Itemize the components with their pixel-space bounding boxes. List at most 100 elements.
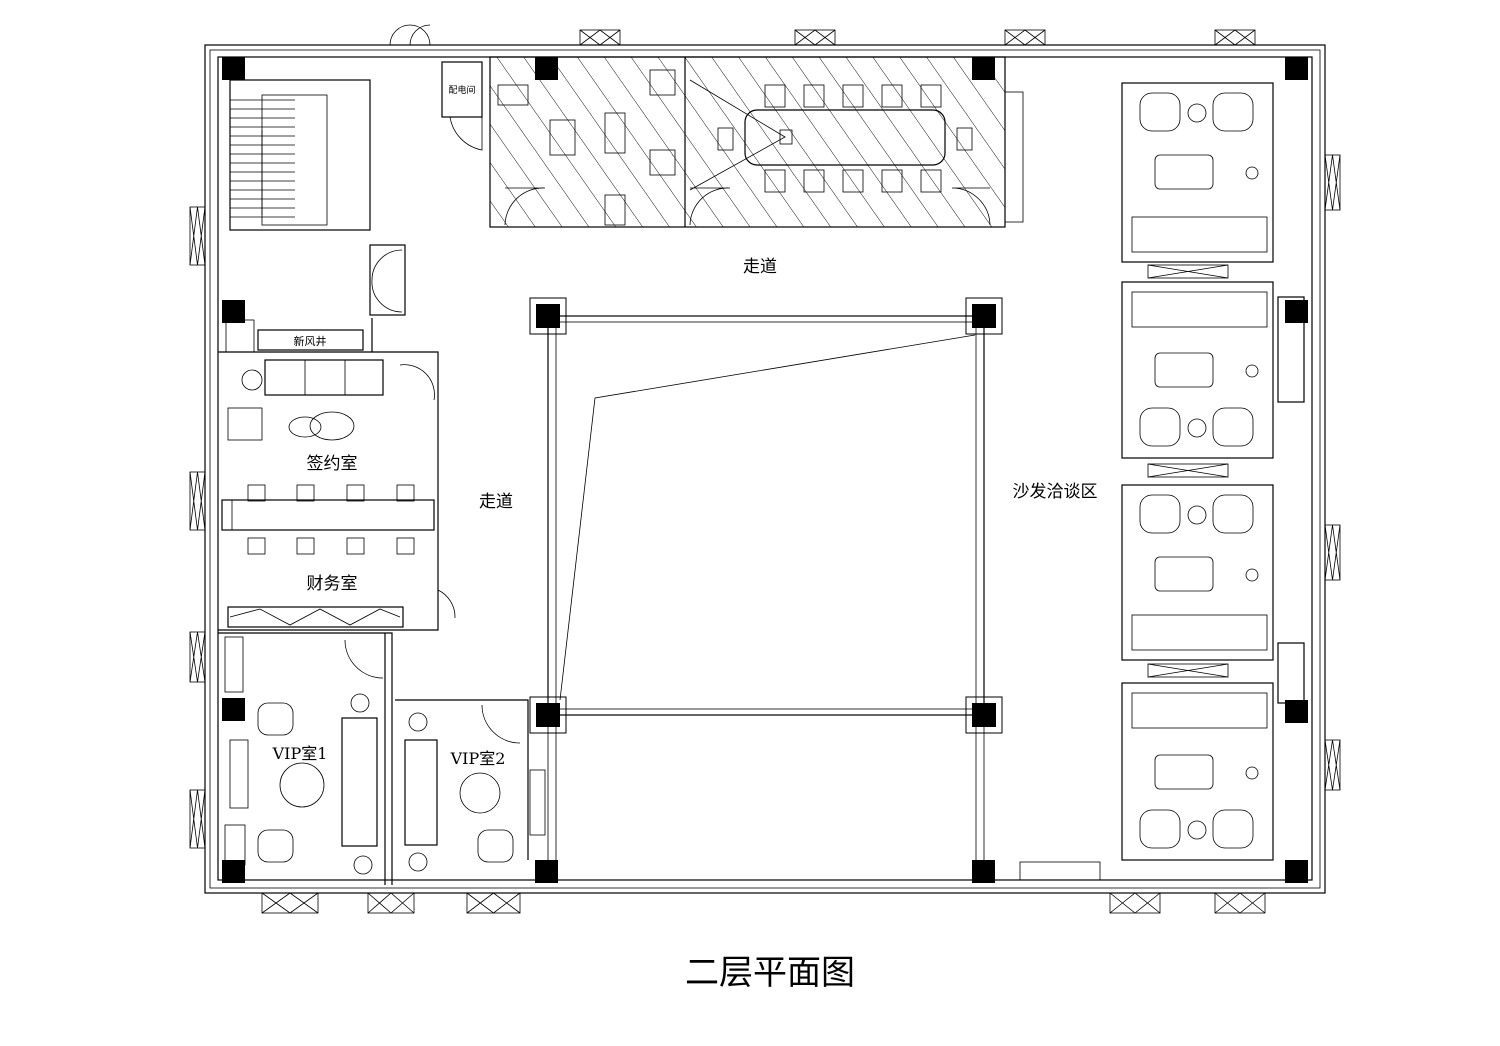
chair (803, 169, 825, 193)
column (1285, 860, 1308, 883)
window (1324, 739, 1341, 791)
coffee-table (1154, 154, 1214, 190)
window (1324, 524, 1341, 581)
window (579, 29, 621, 46)
window (579, 29, 621, 46)
sofa-zone (1121, 682, 1274, 861)
window (367, 892, 415, 914)
chair (842, 169, 864, 193)
armchair (1212, 809, 1254, 849)
window (1004, 29, 1046, 46)
column (222, 300, 245, 323)
window (794, 29, 836, 46)
column (535, 860, 558, 883)
side-table (1187, 820, 1207, 840)
window (189, 206, 206, 266)
label-power-room: 配电间 (448, 84, 475, 96)
window (1214, 892, 1266, 914)
side-table (1187, 418, 1207, 438)
armchair (1212, 494, 1254, 534)
divider (1147, 463, 1229, 478)
divider (1147, 264, 1229, 279)
vip-rooms (218, 632, 546, 885)
label-finance-room: 财务室 (307, 574, 358, 594)
divider (1147, 663, 1229, 678)
divider (1147, 463, 1229, 478)
coffee-table (1154, 556, 1214, 592)
window (466, 892, 521, 914)
coffee-table (1154, 754, 1214, 790)
windows (189, 24, 1341, 914)
window (1109, 892, 1161, 914)
window (367, 892, 415, 914)
divider (1147, 663, 1229, 678)
column (1285, 700, 1308, 723)
label-signing-room: 签约室 (307, 454, 358, 474)
chair (920, 169, 942, 193)
window (189, 471, 206, 531)
window (1324, 739, 1341, 791)
label-vip1: VIP室1 (272, 744, 328, 763)
staircase (218, 79, 406, 353)
chair (396, 537, 415, 555)
label-corridor-left: 走道 (479, 492, 513, 512)
window (1214, 892, 1266, 914)
chair (717, 127, 734, 151)
window (189, 631, 206, 683)
chair (881, 169, 903, 193)
sofa-zone (1121, 484, 1274, 661)
chair (247, 484, 266, 502)
atrium (547, 315, 1101, 881)
window (1324, 524, 1341, 581)
door (389, 24, 431, 46)
window (1214, 29, 1256, 46)
window (1324, 154, 1341, 211)
window (189, 631, 206, 683)
chair (346, 537, 365, 555)
plant (1245, 364, 1259, 378)
armchair (1212, 407, 1254, 447)
label-fresh-air-shaft: 新风井 (294, 334, 327, 348)
window (189, 206, 206, 266)
window (466, 892, 521, 914)
chair (764, 84, 786, 108)
plant (1245, 766, 1259, 780)
chair (296, 484, 315, 502)
window (1214, 29, 1256, 46)
sectional-sofa (1131, 614, 1268, 651)
window (189, 789, 206, 849)
window (1109, 892, 1161, 914)
column (1285, 300, 1308, 323)
armchair (1212, 92, 1254, 132)
armchair (1139, 92, 1181, 132)
side-table (1187, 505, 1207, 525)
window (1004, 29, 1046, 46)
chair (803, 84, 825, 108)
sectional-sofa (1131, 291, 1268, 328)
window (1324, 154, 1341, 211)
column (222, 698, 245, 721)
armchair (1139, 407, 1181, 447)
label-sofa-area: 沙发洽谈区 (1013, 482, 1098, 502)
column (222, 57, 245, 80)
label-vip2: VIP室2 (450, 749, 506, 768)
chair (764, 169, 786, 193)
column (972, 860, 995, 883)
chair (396, 484, 415, 502)
sectional-sofa (1131, 216, 1268, 253)
divider (1147, 264, 1229, 279)
plant (1245, 568, 1259, 582)
side-table (1187, 103, 1207, 123)
window (261, 892, 319, 914)
sofa-zone (1121, 281, 1274, 459)
chair (881, 84, 903, 108)
coffee-table (1154, 352, 1214, 388)
window (189, 471, 206, 531)
plant (1245, 166, 1259, 180)
signing-finance-block (218, 351, 456, 631)
sofa-area (1121, 82, 1274, 861)
chair (920, 84, 942, 108)
office-meeting-block (441, 56, 1024, 228)
chair (296, 537, 315, 555)
